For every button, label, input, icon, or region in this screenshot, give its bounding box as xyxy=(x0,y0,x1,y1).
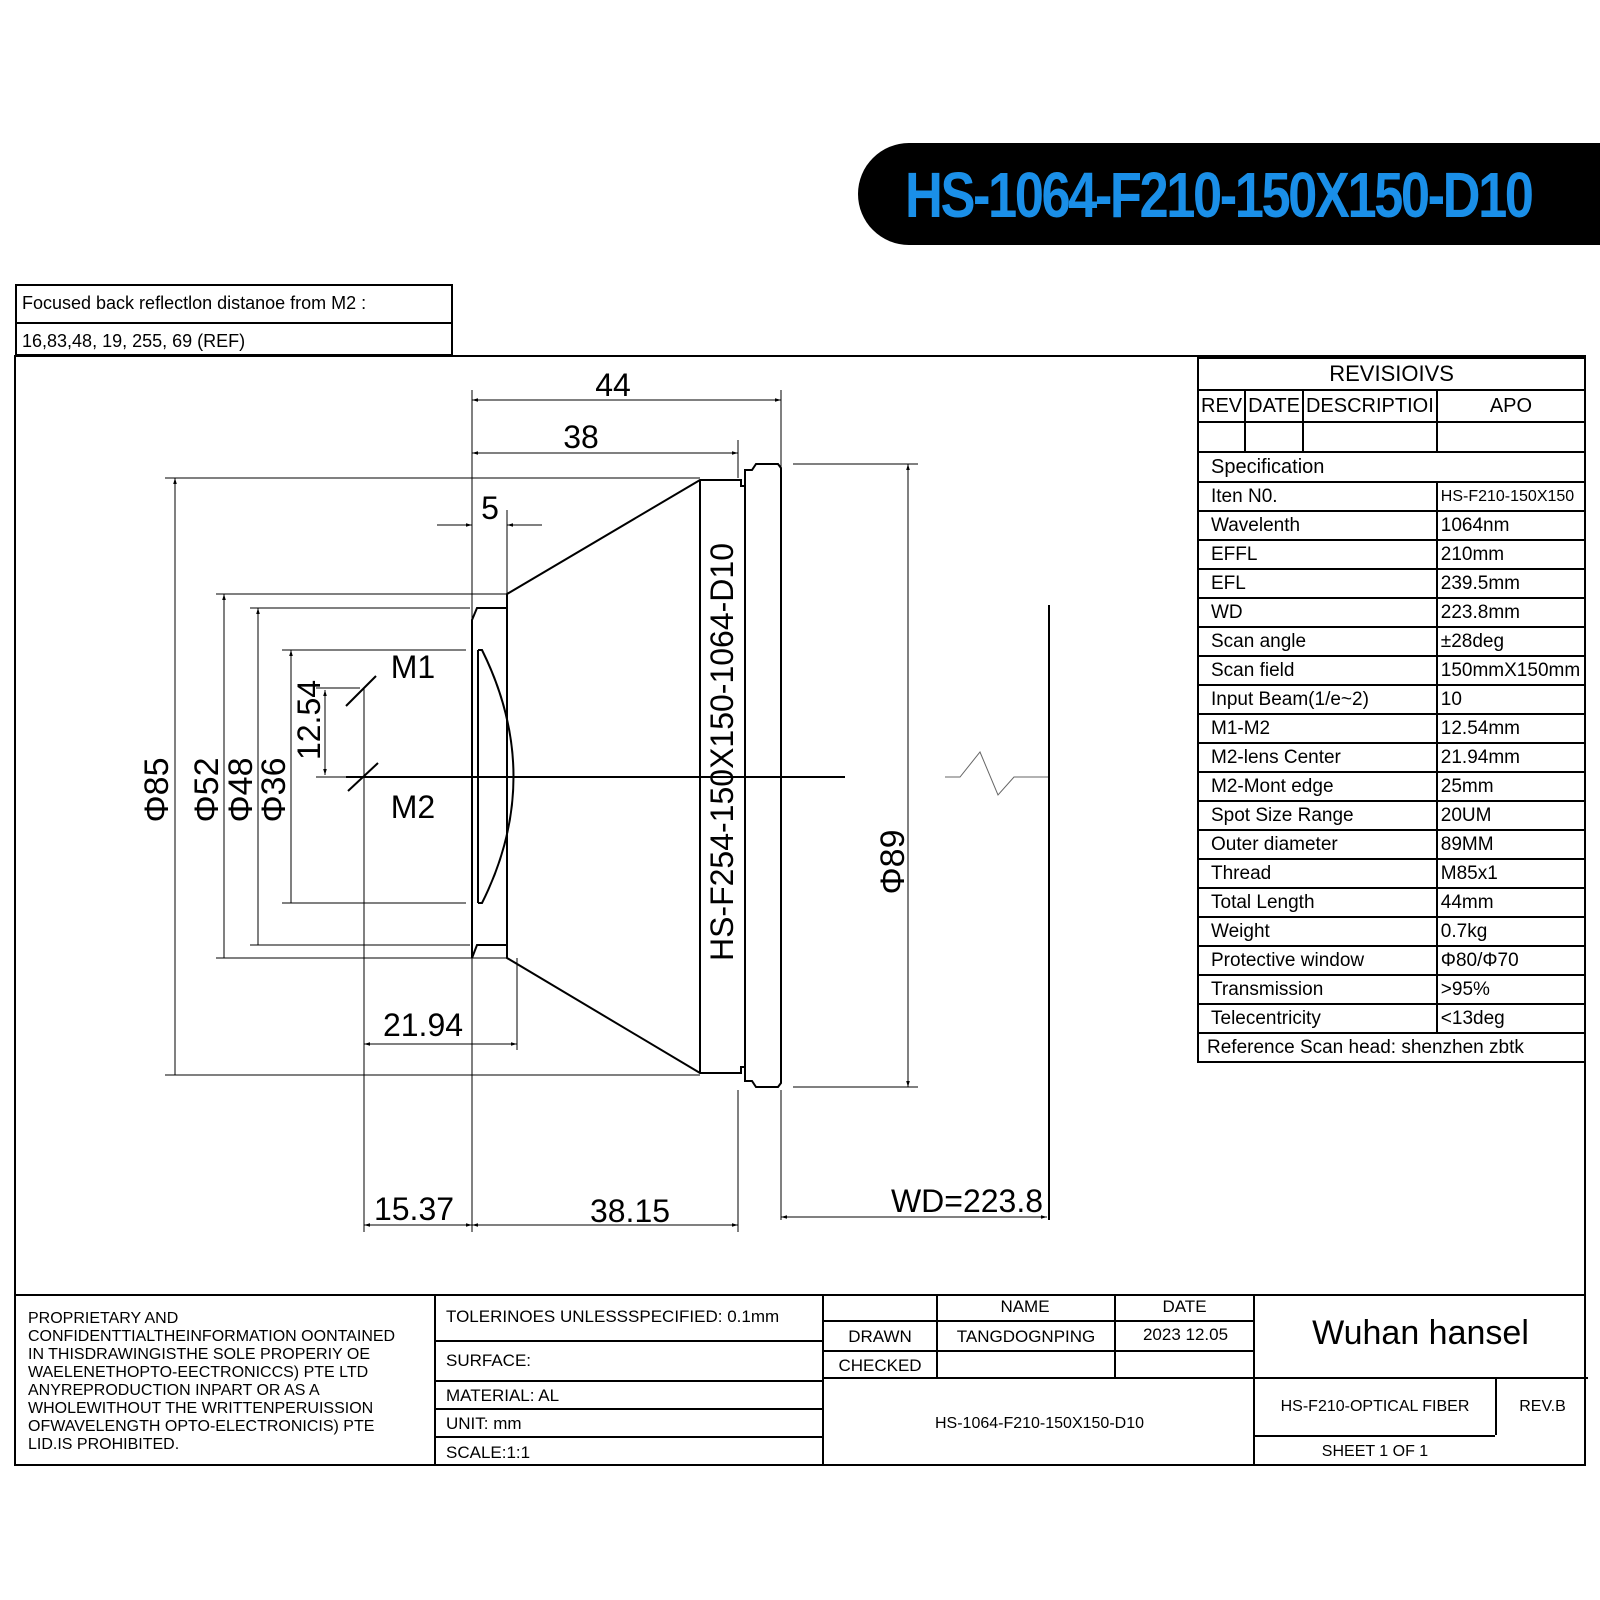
title-banner xyxy=(858,143,1600,245)
spec-row: Scan angle±28deg xyxy=(1197,626,1587,657)
part-number: HS-1064-F210-150X150-D10 xyxy=(824,1377,1255,1466)
general-notes-column: TOLERINOES UNLESSSPECIFIED: 0.1mm SURFAC… xyxy=(434,1294,822,1466)
company-name: Wuhan hansel xyxy=(1312,1314,1529,1352)
dim-dia-85: Φ85 xyxy=(138,758,176,823)
dim-dia-52: Φ52 xyxy=(188,758,226,823)
dim-m1-m2: 12.54 xyxy=(291,680,327,760)
specification-title: Specification xyxy=(1196,451,1587,483)
date-header: DATE xyxy=(1162,1297,1207,1316)
rev-col-rev: REV xyxy=(1196,389,1247,423)
checked-label: CHECKED xyxy=(824,1350,936,1377)
dim-44: 44 xyxy=(595,367,631,403)
dim-front-to-flange: 38.15 xyxy=(590,1193,670,1229)
scale: SCALE:1:1 xyxy=(436,1436,822,1466)
drawn-label: DRAWN xyxy=(824,1320,936,1350)
rev-col-date: DATE xyxy=(1244,389,1304,423)
company-column: Wuhan hansel HS-F210-OPTICAL FIBER REV.B… xyxy=(1253,1294,1588,1466)
name-header: NAME xyxy=(1000,1297,1050,1316)
revision-spec-table: REVISIOIVS REV DATE DESCRIPTIOI APO Spec… xyxy=(1196,357,1587,1063)
dim-m2-to-front: 15.37 xyxy=(374,1191,454,1227)
sheet-number: SHEET 1 OF 1 xyxy=(1255,1435,1495,1466)
spec-row: Transmission>95% xyxy=(1197,974,1587,1005)
dim-m2-lens-center: 21.94 xyxy=(383,1007,463,1043)
drawn-name: TANGDOGNPING xyxy=(936,1320,1114,1350)
drawing-title: HS-1064-F210-150X150-D10 xyxy=(905,159,1534,231)
label-m1: M1 xyxy=(391,649,435,685)
revisions-title: REVISIOIVS xyxy=(1196,357,1587,391)
dim-dia-36: Φ36 xyxy=(255,758,293,823)
lens-engraving: HS-F254-150X150-1064-D10 xyxy=(704,543,740,961)
material: MATERIAL: AL xyxy=(436,1380,822,1408)
rev-col-description: DESCRIPTIOI xyxy=(1301,389,1438,423)
checked-name xyxy=(936,1350,1114,1377)
product-name: HS-F210-OPTICAL FIBER xyxy=(1255,1377,1495,1435)
revision-label: REV.B xyxy=(1495,1377,1588,1435)
unit: UNIT: mm xyxy=(436,1408,822,1436)
checked-date xyxy=(1114,1350,1255,1377)
note-label: Focused back reflectlon distanoe from M2… xyxy=(22,293,367,313)
note-values: 16,83,48, 19, 255, 69 (REF) xyxy=(17,322,451,357)
dim-dia-89: Φ89 xyxy=(874,830,912,895)
spec-row: Iten N0.HS-F210-150X150 xyxy=(1197,481,1587,512)
rev-col-apo: APO xyxy=(1435,389,1587,423)
tolerances: TOLERINOES UNLESSSPECIFIED: 0.1mm xyxy=(446,1307,780,1326)
dim-38: 38 xyxy=(563,419,599,455)
drawn-date: 2023 12.05 xyxy=(1114,1320,1255,1350)
back-reflection-note: Focused back reflectlon distanoe from M2… xyxy=(15,284,453,356)
reference-scan-head: Reference Scan head: shenzhen zbtk xyxy=(1196,1032,1587,1063)
spec-row: Input Beam(1/e~2)10 xyxy=(1197,684,1587,715)
spec-row: Telecentricity<13deg xyxy=(1197,1003,1587,1034)
proprietary-notice: PROPRIETARY AND CONFIDENTTIALTHEINFORMAT… xyxy=(28,1310,396,1453)
dim-5: 5 xyxy=(481,490,499,526)
dim-dia-48: Φ48 xyxy=(222,758,260,823)
title-block-divider xyxy=(14,1294,1586,1296)
surface: SURFACE: xyxy=(436,1340,822,1380)
label-m2: M2 xyxy=(391,789,435,825)
approval-column: NAME DATE DRAWN TANGDOGNPING 2023 12.05 … xyxy=(822,1294,1255,1466)
dim-working-distance: WD=223.8 xyxy=(891,1183,1043,1219)
